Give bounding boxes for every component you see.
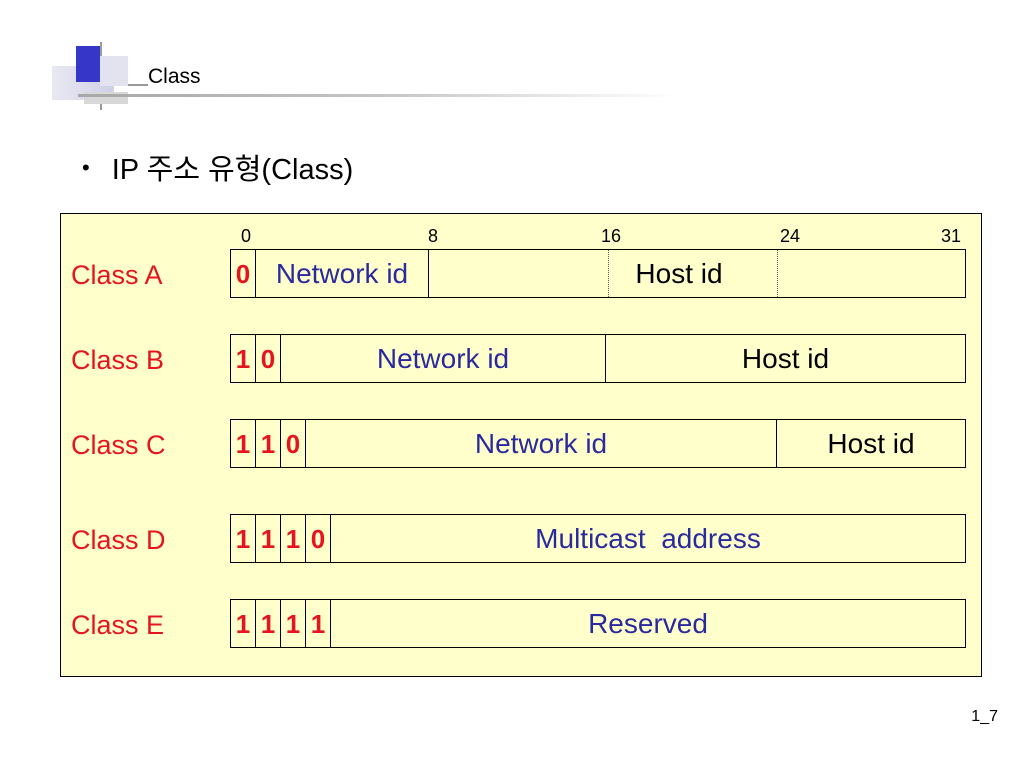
class-c-row: 1 1 0 Network id Host id: [230, 419, 966, 468]
class-e-label: Class E: [71, 610, 165, 640]
class-e-bit: 1: [231, 600, 256, 647]
bit-position-label: 24: [780, 226, 801, 246]
class-b-host-id: Host id: [741, 342, 830, 374]
class-b-bit: 0: [256, 335, 281, 382]
class-d-multicast-address: Multicast address: [535, 522, 761, 554]
class-a-network-id: Network id: [256, 250, 429, 297]
class-d-bit: 0: [306, 515, 331, 562]
class-b-label: Class B: [71, 345, 165, 375]
bit-position-label: 8: [428, 226, 439, 246]
bit-position-label: 0: [241, 226, 252, 246]
class-d-bit: 1: [231, 515, 256, 562]
class-a-row: 0 Network id Host id: [230, 249, 966, 298]
class-a-host-segment: [429, 250, 609, 297]
class-e-bit: 1: [256, 600, 281, 647]
class-b-row: 1 0 Network id Host id: [230, 334, 966, 383]
title-underline: [78, 94, 678, 97]
class-e-bit: 1: [306, 600, 331, 647]
class-a-host-segment: [609, 250, 778, 297]
bit-position-label: 16: [601, 226, 622, 246]
class-c-label: Class C: [71, 430, 166, 460]
page-number: 1_7: [971, 708, 998, 725]
class-d-row: 1 1 1 0 Multicast address: [230, 514, 966, 563]
class-a-host-id: Host id: [635, 257, 723, 289]
class-a-label: Class A: [71, 260, 163, 290]
class-c-host-id: Host id: [827, 427, 915, 459]
class-d-label: Class D: [71, 525, 166, 555]
class-c-network-id: Network id: [306, 420, 777, 467]
class-c-bit: 1: [256, 420, 281, 467]
class-e-reserved: Reserved: [588, 607, 708, 639]
class-e-bit: 1: [281, 600, 306, 647]
ip-class-diagram: 0 8 16 24 31 Class A 0 Network id Host i…: [60, 213, 982, 677]
bullet-text: IP 주소 유형(Class): [111, 154, 354, 186]
class-c-bit: 0: [281, 420, 306, 467]
class-a-bit: 0: [231, 250, 256, 297]
class-e-row: 1 1 1 1 Reserved: [230, 599, 966, 648]
class-d-bit: 1: [256, 515, 281, 562]
class-c-bit: 1: [231, 420, 256, 467]
class-b-bit: 1: [231, 335, 256, 382]
bullet-item: • IP 주소 유형(Class): [82, 156, 353, 185]
class-b-network-id: Network id: [281, 335, 606, 382]
class-d-bit: 1: [281, 515, 306, 562]
slide-title: Class: [148, 65, 201, 88]
bullet-dot-icon: •: [82, 155, 90, 180]
bit-position-label: 31: [941, 226, 962, 246]
